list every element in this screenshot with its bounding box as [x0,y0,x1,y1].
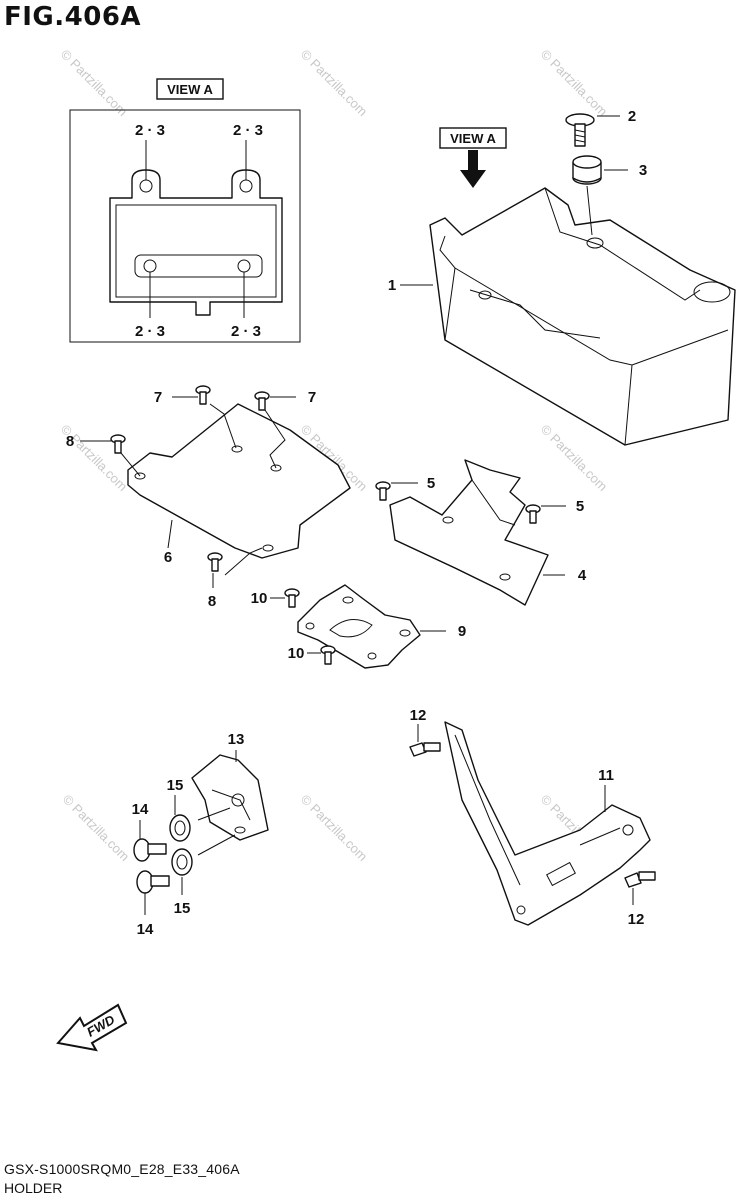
callout-10: 10 [288,645,305,662]
part-3-grommet: 3 [572,155,647,236]
part-15-collar-b: 15 [171,834,236,917]
callout-4: 4 [578,567,587,584]
view-a-inset: VIEW A 2 · 3 2 · 3 2 · 3 2 · 3 [69,78,301,343]
callout-14: 14 [132,801,149,818]
part-14-bolt-a: 14 [132,801,167,862]
diagram-code: GSX-S1000SRQM0_E28_E33_406A [4,1161,240,1177]
callout-3: 3 [639,162,647,179]
watermark: © Partzilla.com [60,792,133,865]
part-4-bracket: 4 [389,459,587,606]
part-8-screw-a: 8 [66,433,141,477]
callout-2-3: 2 · 3 [135,122,165,139]
callout-15: 15 [167,777,184,794]
view-a-arrow: VIEW A [439,127,507,188]
callout-6: 6 [164,549,172,566]
part-12-bolt-b: 12 [624,871,656,928]
watermark: © Partzilla.com [538,422,611,495]
watermark: © Partzilla.com [298,47,371,120]
callout-12: 12 [628,911,645,928]
callout-8: 8 [66,433,74,450]
callout-14: 14 [137,921,154,938]
part-7-screw-a: 7 [154,385,237,449]
part-8-screw-b: 8 [207,547,263,610]
figure-title: FIG.406A [4,2,142,32]
callout-12: 12 [410,707,427,724]
watermark: © Partzilla.com [538,47,611,120]
fwd-arrow: FWD [56,1003,128,1052]
callout-5: 5 [576,498,584,515]
callout-2-3: 2 · 3 [231,323,261,340]
part-5-screw-b: 5 [525,498,584,524]
callout-7: 7 [154,389,162,406]
view-a-label: VIEW A [167,82,213,97]
callout-15: 15 [174,900,191,917]
part-10-screw-b: 10 [288,645,336,665]
callout-13: 13 [228,731,245,748]
callout-2-3: 2 · 3 [233,122,263,139]
part-10-screw-a: 10 [251,588,300,608]
part-13-bracket: 13 [191,731,269,841]
callout-2-3: 2 · 3 [135,323,165,340]
part-12-bolt-a: 12 [409,707,441,757]
part-15-collar-a: 15 [167,777,231,842]
callout-5: 5 [427,475,435,492]
parts-diagram: © Partzilla.com © Partzilla.com © Partzi… [56,47,736,1052]
watermark: © Partzilla.com [58,47,131,120]
callout-8: 8 [208,593,216,610]
view-a-arrow-label: VIEW A [450,131,496,146]
part-9-plate: 9 [297,584,466,669]
part-5-screw-a: 5 [375,475,435,501]
callout-7: 7 [308,389,316,406]
part-2-screw: 2 [565,108,636,147]
part-7-screw-b: 7 [254,389,316,469]
callout-10: 10 [251,590,268,607]
diagram-name: HOLDER [4,1180,63,1196]
part-1-tray: 1 [388,187,736,446]
callout-2: 2 [628,108,636,125]
callout-11: 11 [598,767,614,784]
part-6-plate: 6 [127,403,351,566]
part-14-bolt-b: 14 [136,870,170,938]
part-11-bracket: 11 [444,721,651,926]
watermark: © Partzilla.com [298,792,371,865]
callout-9: 9 [458,623,466,640]
callout-1: 1 [388,277,396,294]
